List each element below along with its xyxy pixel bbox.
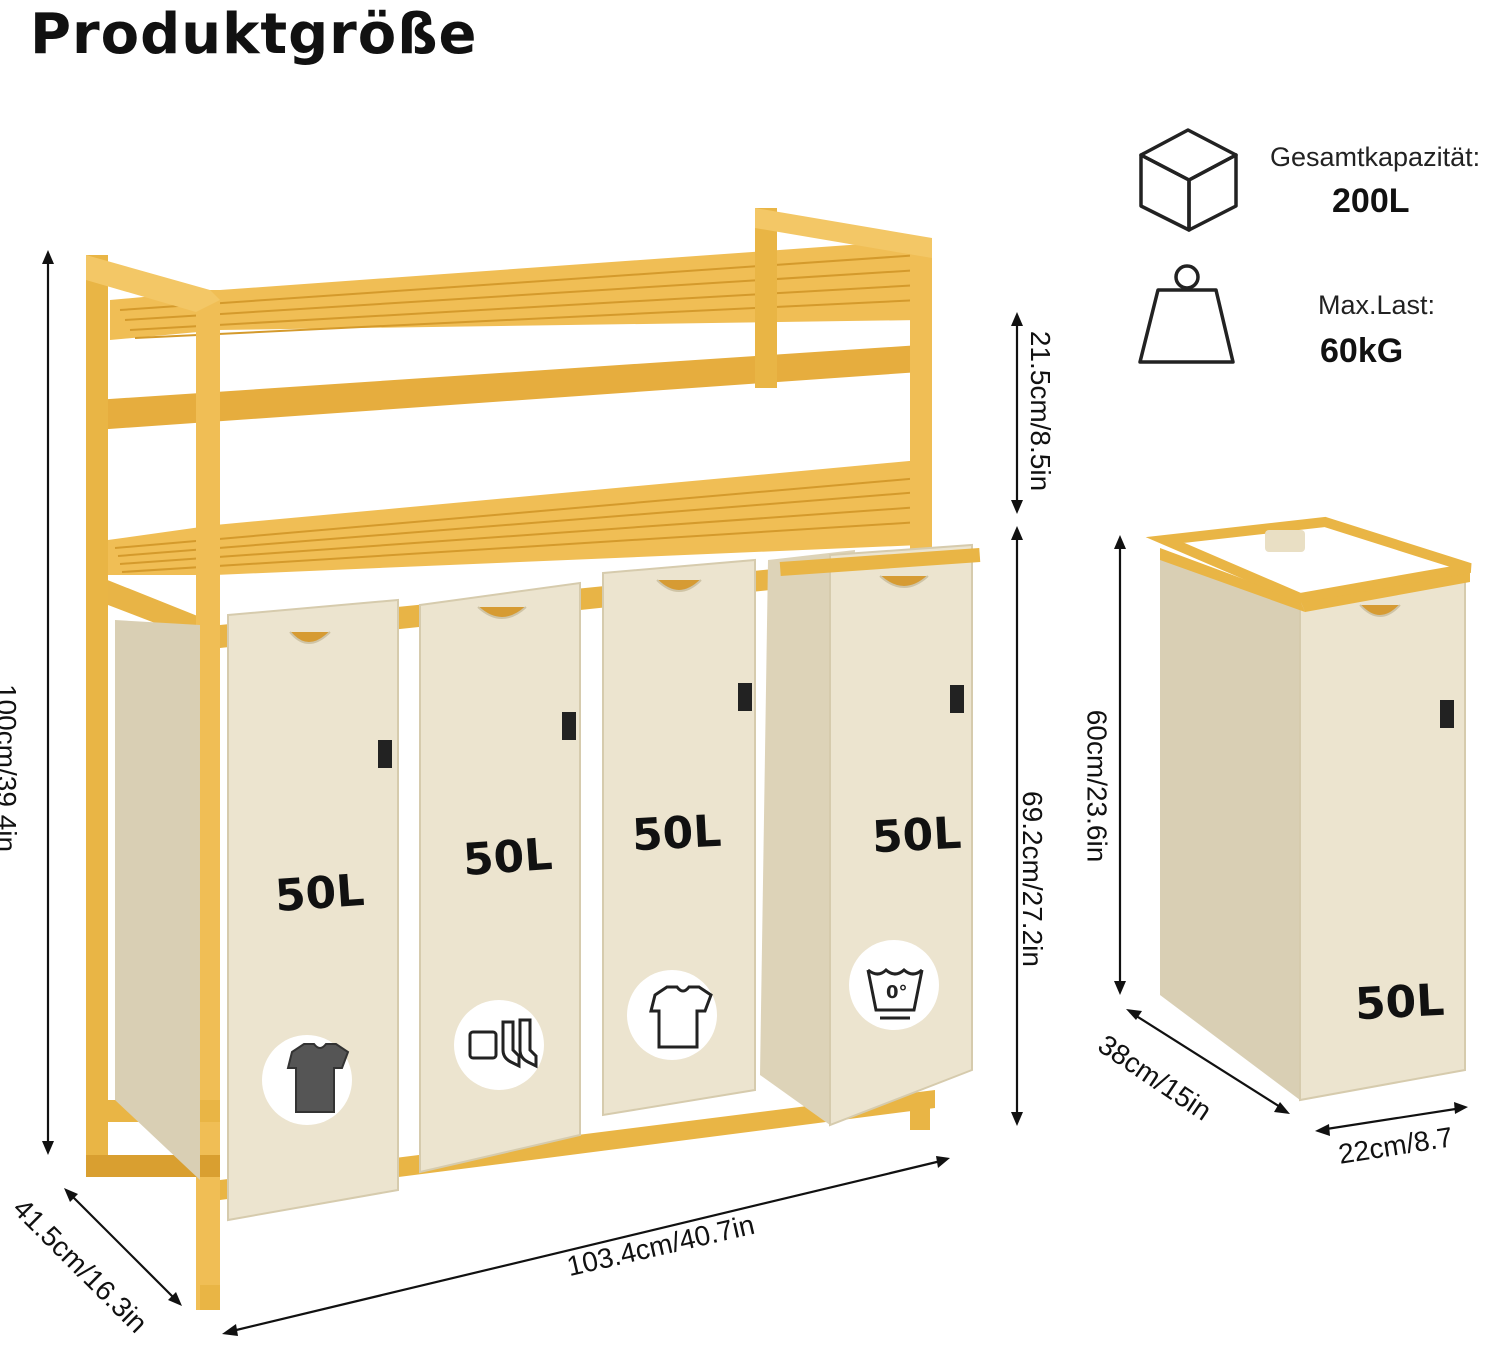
svg-text:0°: 0°: [886, 982, 908, 1003]
single-laundry-bag: [1145, 516, 1472, 1102]
capacity-label: Gesamtkapazität:: [1270, 142, 1481, 172]
shelf-gap-label: 21.5cm/8.5in: [1025, 330, 1057, 492]
underwear-socks-icon: [468, 1018, 538, 1069]
wash-0-degree-icon: 0°: [866, 967, 924, 1020]
bag-height-label: 60cm/23.6in: [1081, 709, 1113, 863]
total-height-label: 100cm/39.4in: [0, 683, 23, 853]
load-value: 60kG: [1320, 332, 1404, 370]
bag-1-capacity: 50L: [273, 864, 366, 923]
lower-height-label: 69.2cm/27.2in: [1016, 791, 1048, 967]
cube-icon: [1139, 128, 1238, 232]
bag-2-capacity: 50L: [461, 828, 554, 887]
single-bag-capacity: 50L: [1353, 974, 1446, 1031]
bag-4-capacity: 50L: [870, 807, 963, 864]
laundry-bag-4: [760, 543, 981, 1127]
capacity-value: 200L: [1332, 182, 1410, 220]
bag-3-capacity: 50L: [630, 805, 723, 862]
dimension-lines: [42, 250, 1468, 1336]
page-title: Produktgröße: [30, 2, 478, 67]
load-label: Max.Last:: [1318, 290, 1436, 320]
weight-icon: [1138, 264, 1235, 364]
white-tshirt-icon: [649, 985, 713, 1049]
dark-tshirt-icon: [286, 1043, 350, 1113]
